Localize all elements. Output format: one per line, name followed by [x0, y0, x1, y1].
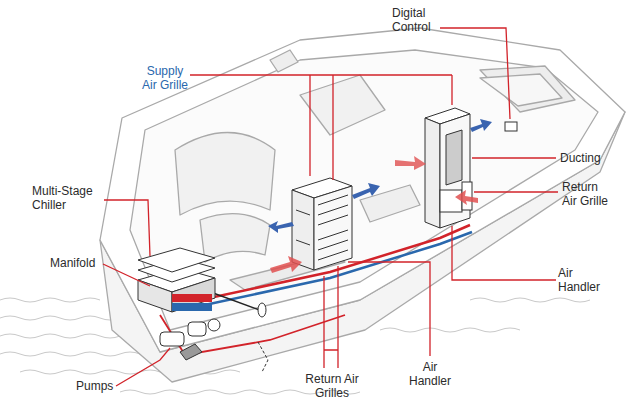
- callout-label: Air Handler: [558, 266, 606, 294]
- pumps: [160, 303, 268, 372]
- multi-stage-chiller: [138, 248, 215, 312]
- callout-label: Return Air Grille: [562, 180, 610, 208]
- callout-label: Air Handler: [404, 360, 456, 388]
- air-flow-arrows: [268, 119, 492, 273]
- callout-label: Multi-Stage Chiller: [32, 184, 104, 212]
- callout-label: Digital Control: [392, 6, 442, 34]
- air-handler-right: [425, 108, 472, 228]
- callout-label: Ducting: [560, 151, 620, 165]
- callout-label: Return Air Grilles: [304, 372, 360, 400]
- air-handler: [292, 178, 352, 270]
- digital-control: [505, 122, 517, 131]
- leader-lines: [103, 28, 558, 386]
- callout-label: Pumps: [76, 379, 116, 393]
- callout-label: Supply Air Grille: [140, 64, 190, 92]
- callout-label: Manifold: [50, 256, 102, 270]
- boat-hull: [100, 28, 625, 382]
